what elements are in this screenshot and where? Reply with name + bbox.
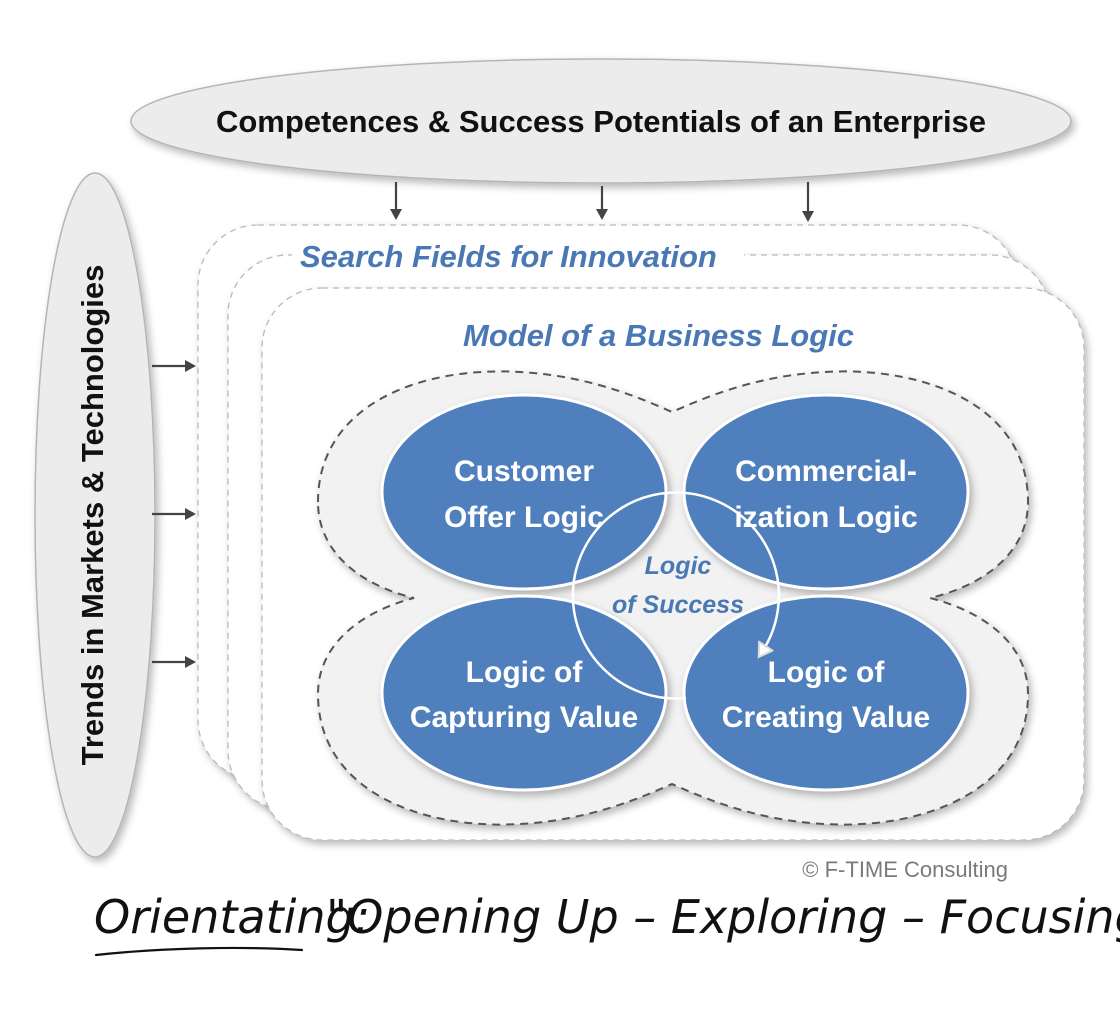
capturing-value-node (380, 594, 668, 792)
side-arrows (152, 360, 196, 668)
logic-of-success-cycle-arrow (571, 491, 781, 700)
capturing-value-label-line2: Capturing Value (410, 701, 638, 734)
capturing-value-label-line1: Logic of (466, 656, 584, 689)
creating-value-label-line2: Creating Value (722, 701, 930, 734)
logic-of-success-line2: of Success (612, 591, 744, 619)
caption-underline (94, 946, 304, 957)
search-fields-label-backing (292, 232, 744, 276)
search-fields-label: Search Fields for Innovation (300, 239, 717, 274)
customer-offer-label-line2: Offer Logic (444, 501, 604, 534)
commercialization-label-line1: Commercial- (735, 455, 917, 488)
caption-text: "Opening Up – Exploring – Focusing" (326, 890, 1120, 944)
commercialization-logic-node (682, 393, 970, 591)
trends-label: Trends in Markets & Technologies (75, 265, 110, 766)
customer-offer-label-line1: Customer (454, 455, 594, 488)
creating-value-label-line1: Logic of (768, 656, 886, 689)
caption-prefix: Orientating: (94, 890, 370, 944)
logic-of-success-line1: Logic (645, 552, 712, 580)
customer-offer-logic-node (380, 393, 668, 591)
competences-label: Competences & Success Potentials of an E… (216, 104, 986, 139)
logic-nodes (380, 393, 970, 792)
business-model-label: Model of a Business Logic (463, 318, 854, 353)
commercialization-label-line2: ization Logic (734, 501, 917, 534)
copyright-text: © F-TIME Consulting (802, 857, 1008, 882)
creating-value-node (682, 594, 970, 792)
top-arrows (390, 182, 814, 222)
competences-ellipse (130, 58, 1072, 184)
